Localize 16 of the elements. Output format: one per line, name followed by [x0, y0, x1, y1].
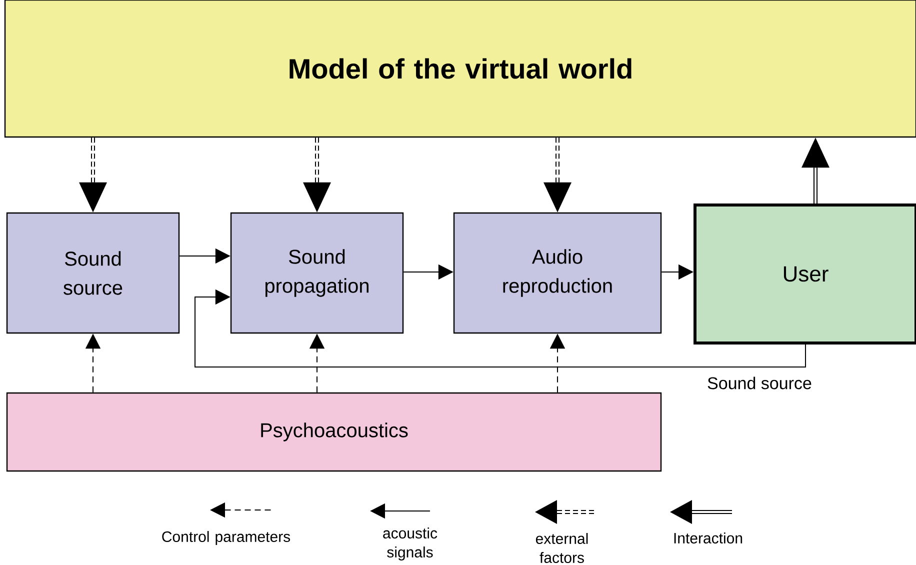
legend-label: external factors — [536, 532, 588, 563]
process-box: Audio reproduction — [453, 212, 662, 334]
process-box: Model of the virtual world — [4, 0, 916, 138]
arrow — [79, 138, 107, 212]
legend-label: Interaction — [674, 532, 742, 544]
arrow — [194, 289, 806, 368]
process-box: User — [694, 204, 916, 344]
process-box: Sound propagation — [230, 212, 404, 334]
arrow — [544, 138, 572, 212]
edge-label: Sound source — [706, 376, 813, 390]
arrow — [802, 138, 830, 204]
legend-label: acoustic signals — [383, 528, 438, 560]
process-box: Sound source — [6, 212, 180, 334]
legend-label: Control parameters — [162, 531, 290, 545]
arrow — [303, 138, 331, 212]
process-box: Psychoacoustics — [6, 392, 662, 472]
